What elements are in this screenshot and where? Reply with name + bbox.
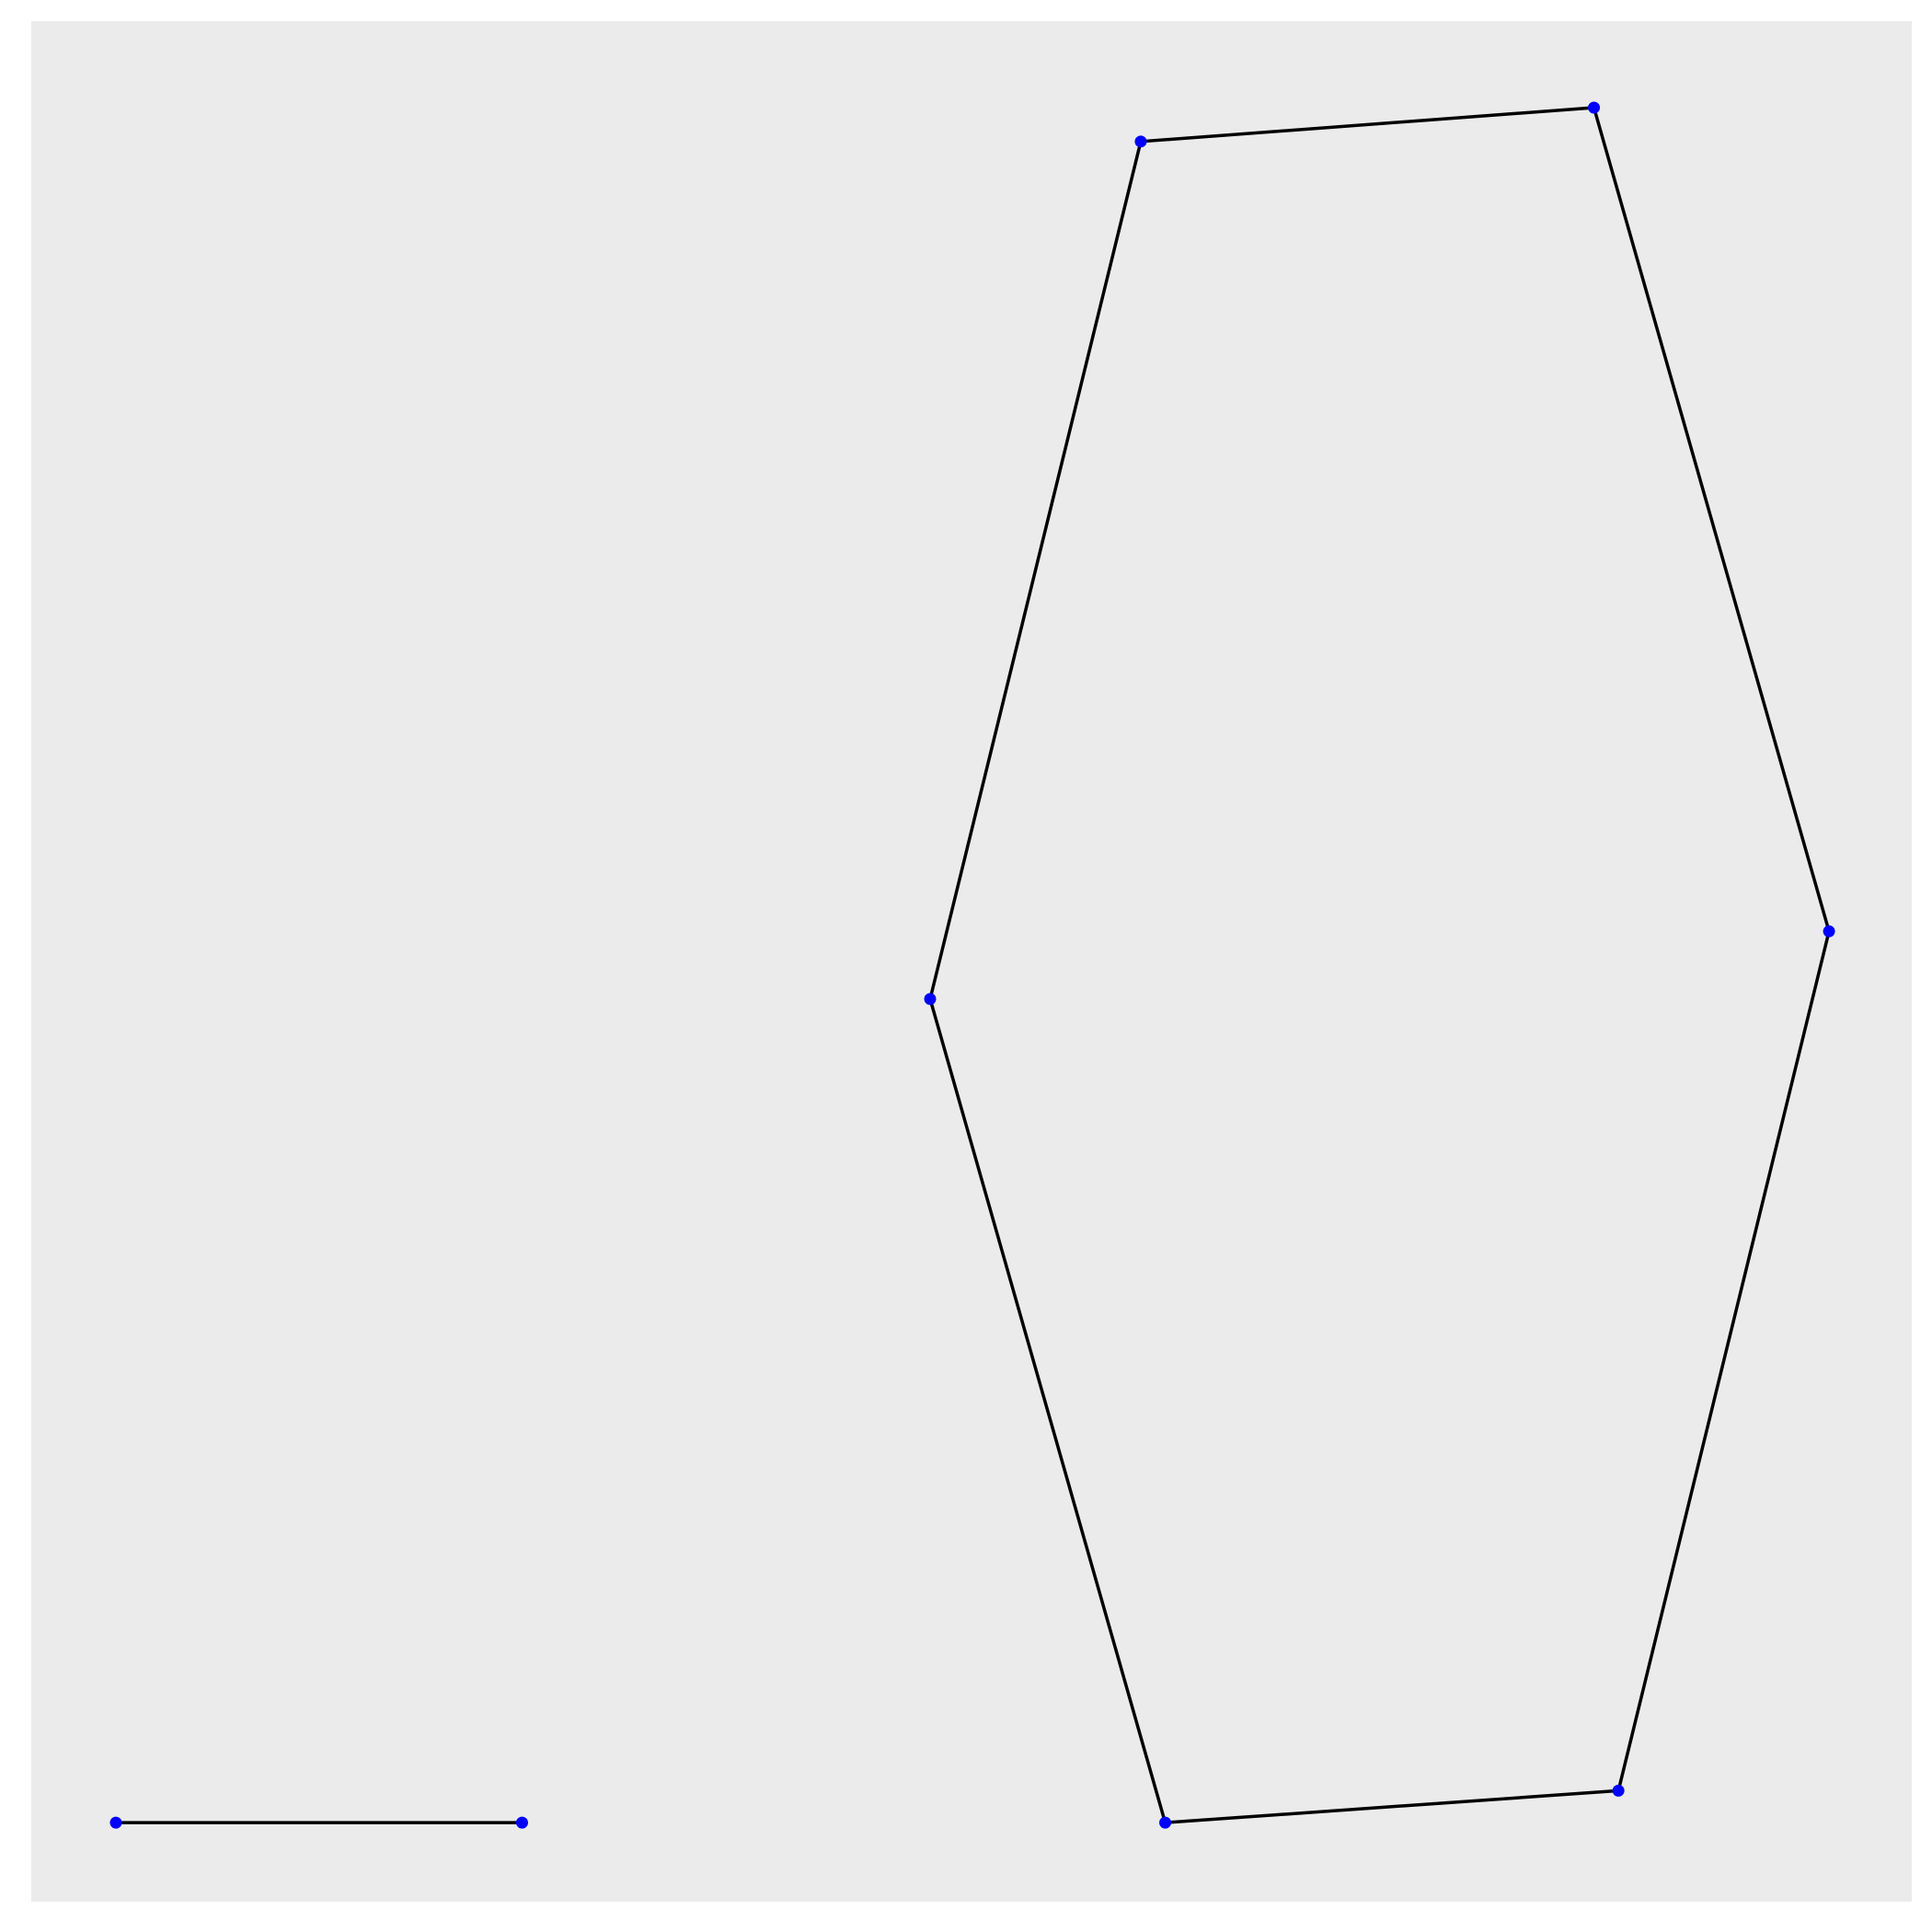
vertex-b	[515, 1816, 528, 1829]
vertex-g	[1134, 135, 1147, 148]
panel-background	[31, 21, 1912, 1902]
vertex-e	[1823, 925, 1835, 937]
edges-layer	[114, 106, 1831, 1824]
edge-d-e	[1616, 929, 1831, 1793]
edge-c-d	[1163, 1788, 1620, 1824]
edge-g-h	[928, 140, 1143, 1001]
vertices-layer	[109, 101, 1835, 1829]
vertex-h	[924, 993, 937, 1006]
edge-f-g	[1139, 106, 1596, 144]
vertex-f	[1588, 101, 1601, 114]
vertex-a	[109, 1816, 122, 1829]
edge-e-f	[1592, 106, 1831, 934]
edge-h-c	[928, 997, 1167, 1824]
vertex-d	[1612, 1784, 1625, 1797]
vertex-c	[1159, 1816, 1172, 1829]
